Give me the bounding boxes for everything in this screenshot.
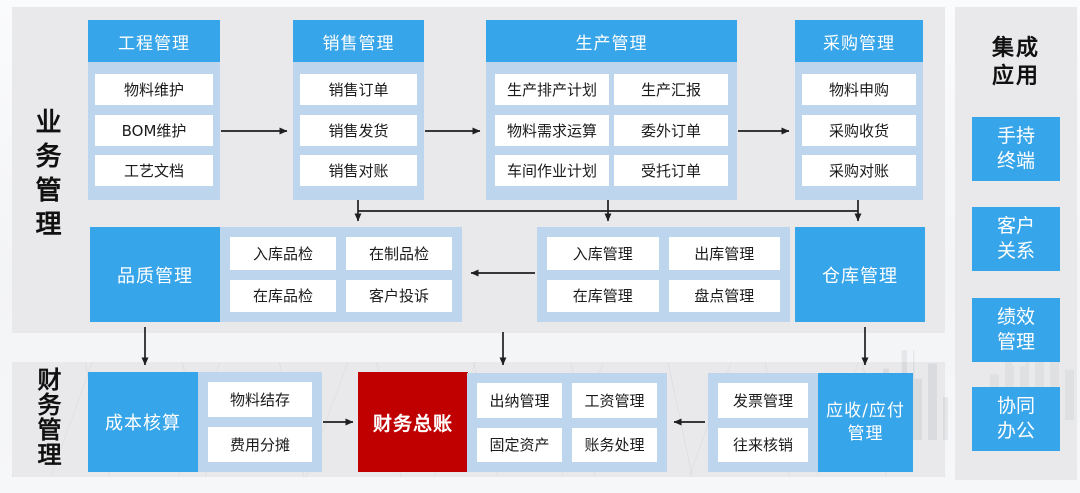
app-label: 客户关系: [996, 215, 1035, 262]
quality-item: 在库品检: [230, 279, 336, 312]
cost-item: 物料结存: [208, 382, 312, 417]
sales-item: 销售发货: [300, 114, 417, 146]
treasury-item: 账务处理: [572, 427, 657, 462]
quality-group: 品质管理 入库品检 在制品检 在库品检 客户投诉: [90, 227, 462, 322]
app-box-collaborative-office: 协同办公: [972, 387, 1060, 451]
treasury-item: 出纳管理: [477, 383, 562, 418]
purchasing-item: 物料申购: [802, 73, 916, 105]
quality-items: 入库品检 在制品检 在库品检 客户投诉: [220, 227, 462, 322]
integration-title: 集成应用: [991, 36, 1040, 89]
engineering-item: BOM维护: [95, 114, 213, 146]
production-header: 生产管理: [486, 20, 737, 62]
receivable-payable-box: 应收/应付管理: [818, 373, 913, 472]
receivable-group: 发票管理 往来核销 应收/应付管理: [708, 373, 913, 472]
warehouse-item: 出库管理: [668, 237, 780, 270]
app-label: 手持终端: [996, 125, 1035, 172]
warehouse-item: 入库管理: [547, 237, 659, 270]
quality-item: 入库品检: [230, 237, 336, 270]
general-ledger-box: 财务总账: [358, 372, 468, 472]
business-management-label: 业务管理: [31, 108, 61, 244]
app-label: 协同办公: [996, 395, 1035, 442]
quality-item: 客户投诉: [346, 279, 452, 312]
column-purchasing: 采购管理 物料申购 采购收货 采购对账: [795, 20, 923, 200]
invoice-items: 发票管理 往来核销: [708, 373, 818, 472]
engineering-items: 物料维护 BOM维护 工艺文档: [88, 62, 220, 200]
treasury-item: 工资管理: [572, 383, 657, 418]
column-production: 生产管理 生产排产计划 生产汇报 物料需求运算 委外订单 车间作业计划 受托订单: [486, 20, 737, 200]
warehouse-items-group: 入库管理 出库管理 在库管理 盘点管理: [537, 227, 790, 322]
cost-group: 成本核算 物料结存 费用分摊: [88, 372, 322, 472]
production-item: 委外订单: [614, 114, 728, 146]
treasury-item: 固定资产: [477, 427, 562, 462]
production-item: 物料需求运算: [495, 114, 609, 146]
sales-item: 销售订单: [300, 73, 417, 105]
purchasing-item: 采购收货: [802, 114, 916, 146]
cost-items: 物料结存 费用分摊: [198, 372, 322, 472]
purchasing-items: 物料申购 采购收货 采购对账: [795, 62, 923, 200]
integration-content: 集成应用 手持终端 客户关系 绩效管理 协同办公: [955, 7, 1077, 480]
warehouse-items: 入库管理 出库管理 在库管理 盘点管理: [537, 227, 790, 322]
production-items: 生产排产计划 生产汇报 物料需求运算 委外订单 车间作业计划 受托订单: [486, 62, 737, 200]
quality-management-box: 品质管理: [90, 227, 220, 322]
cost-accounting-box: 成本核算: [88, 372, 198, 472]
column-sales: 销售管理 销售订单 销售发货 销售对账: [293, 20, 424, 200]
app-box-customer-relations: 客户关系: [972, 207, 1060, 271]
warehouse-management-box: 仓库管理: [795, 227, 925, 322]
app-box-handheld-terminal: 手持终端: [972, 117, 1060, 181]
sales-header: 销售管理: [293, 20, 424, 62]
sales-item: 销售对账: [300, 155, 417, 187]
engineering-item: 物料维护: [95, 73, 213, 105]
invoice-item: 发票管理: [718, 383, 808, 418]
purchasing-item: 采购对账: [802, 155, 916, 187]
engineering-item: 工艺文档: [95, 155, 213, 187]
engineering-header: 工程管理: [88, 20, 220, 62]
production-item: 生产汇报: [614, 73, 728, 105]
treasury-items: 出纳管理 工资管理 固定资产 账务处理: [467, 373, 667, 472]
warehouse-item: 在库管理: [547, 279, 659, 312]
production-item: 受托订单: [614, 155, 728, 187]
sales-items: 销售订单 销售发货 销售对账: [293, 62, 424, 200]
app-label: 绩效管理: [996, 306, 1035, 353]
purchasing-header: 采购管理: [795, 20, 923, 62]
finance-management-label: 财务管理: [33, 367, 61, 467]
production-item: 车间作业计划: [495, 155, 609, 187]
column-engineering: 工程管理 物料维护 BOM维护 工艺文档: [88, 20, 220, 200]
production-item: 生产排产计划: [495, 73, 609, 105]
treasury-group: 出纳管理 工资管理 固定资产 账务处理: [467, 373, 667, 472]
warehouse-item: 盘点管理: [668, 279, 780, 312]
quality-item: 在制品检: [346, 237, 452, 270]
invoice-item: 往来核销: [718, 427, 808, 462]
cost-item: 费用分摊: [208, 427, 312, 462]
app-box-performance-management: 绩效管理: [972, 298, 1060, 362]
